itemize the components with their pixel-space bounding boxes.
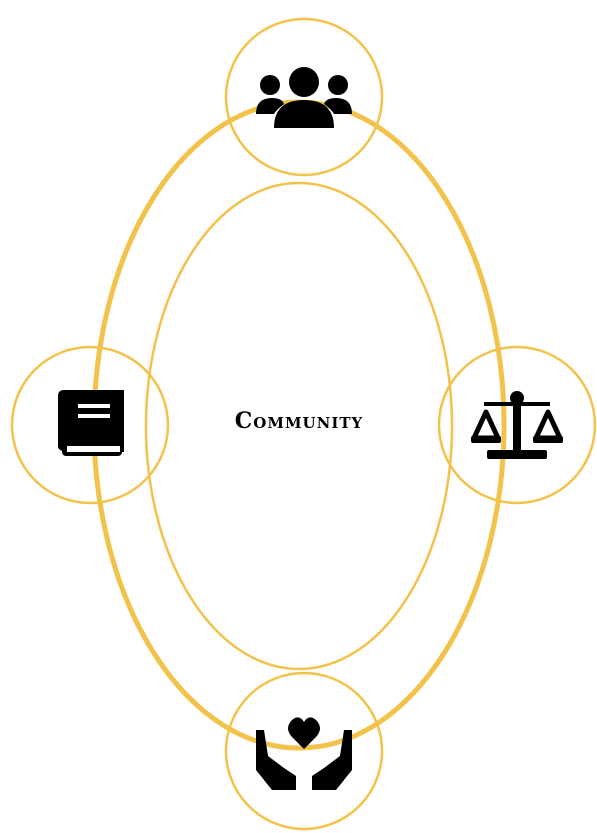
inner-ellipse: [144, 181, 454, 671]
node-circle-top: [224, 17, 384, 177]
node-circle-left: [10, 345, 170, 505]
node-circle-bottom: [224, 671, 384, 831]
hands-heart-icon: [256, 717, 352, 790]
center-label: Community: [234, 408, 364, 434]
balance-scale-icon: [471, 391, 563, 459]
node-circle-right: [437, 345, 597, 505]
book-icon: [58, 390, 124, 456]
people-group-icon: [256, 67, 352, 128]
